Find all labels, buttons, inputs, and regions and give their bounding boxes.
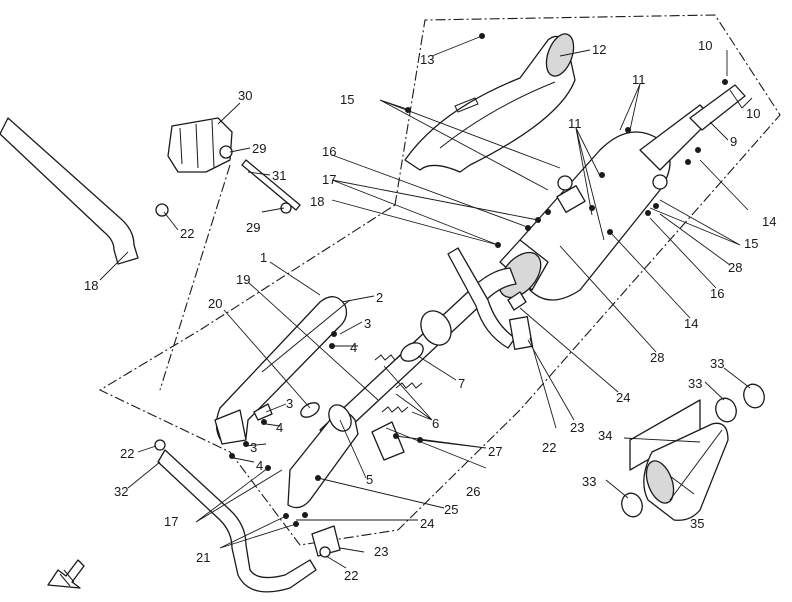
callout-27: 27: [488, 444, 502, 459]
callout-3-low: 3: [250, 440, 257, 455]
callout-20: 20: [208, 296, 222, 311]
callout-28-right: 28: [728, 260, 742, 275]
callout-31: 31: [272, 168, 286, 183]
sleeve-35: [643, 422, 729, 521]
callout-22-mid: 22: [542, 440, 556, 455]
callout-4-low: 4: [256, 458, 263, 473]
callout-5: 5: [366, 472, 373, 487]
callout-22-left: 22: [120, 446, 134, 461]
callout-13: 13: [420, 52, 434, 67]
gaskets: [300, 310, 452, 418]
callout-3-top: 3: [364, 316, 371, 331]
callout-14-right: 14: [762, 214, 776, 229]
pipe-32: [154, 439, 317, 593]
head-pipe-1: [214, 296, 351, 459]
callout-11-top: 11: [632, 72, 646, 87]
clamps-33: [621, 383, 765, 518]
callout-14-mid: 14: [684, 316, 698, 331]
callout-22-low: 22: [344, 568, 358, 583]
springs-6: [374, 354, 423, 413]
callout-4-top: 4: [350, 340, 357, 355]
callout-33-right: 33: [710, 356, 724, 371]
callout-26: 26: [466, 484, 480, 499]
callout-1: 1: [260, 250, 267, 265]
callout-15-left: 15: [340, 92, 354, 107]
callout-7: 7: [458, 376, 465, 391]
callout-15-right: 15: [744, 236, 758, 251]
callout-33-mid: 33: [688, 376, 702, 391]
callout-25: 25: [444, 502, 458, 517]
callout-2: 2: [376, 290, 383, 305]
callout-29-lower: 29: [246, 220, 260, 235]
callout-22-top: 22: [180, 226, 194, 241]
callout-23-low: 23: [374, 544, 388, 559]
callout-3-mid: 3: [286, 396, 293, 411]
callout-18-left: 18: [84, 278, 98, 293]
assembly-boundary: [98, 14, 781, 546]
heat-shield-12: [404, 33, 576, 173]
callout-34: 34: [598, 428, 612, 443]
callout-11-mid: 11: [568, 116, 582, 131]
callout-24-mid: 24: [616, 390, 630, 405]
callout-10-top: 10: [698, 38, 712, 53]
callout-21: 21: [196, 550, 210, 565]
head-pipe-lower: [287, 404, 405, 509]
callout-23-mid: 23: [570, 420, 584, 435]
callout-35: 35: [690, 516, 704, 531]
leader-lines: [99, 35, 753, 569]
callout-30: 30: [238, 88, 252, 103]
callout-16-left: 16: [322, 144, 336, 159]
callout-28-mid: 28: [650, 350, 664, 365]
callout-33-low: 33: [582, 474, 596, 489]
callout-9: 9: [730, 134, 737, 149]
callout-4-mid: 4: [276, 420, 283, 435]
callout-12: 12: [592, 42, 606, 57]
valve-assembly-30: [155, 117, 301, 217]
callout-6: 6: [432, 416, 439, 431]
callout-17-top: 17: [322, 172, 336, 187]
front-bracket: [311, 525, 341, 558]
callout-16-right: 16: [710, 286, 724, 301]
muffler-body: [498, 84, 746, 301]
callout-19: 19: [236, 272, 250, 287]
callout-24-low: 24: [420, 516, 434, 531]
front-direction-arrow-icon: [47, 559, 85, 589]
callout-18-mid: 18: [310, 194, 324, 209]
callout-32: 32: [114, 484, 128, 499]
callout-17-low: 17: [164, 514, 178, 529]
callout-labels: 30 29 31 29 22 18 13 12 10 10 11 11 15 9…: [84, 38, 776, 583]
breather-pipe-18: [0, 117, 139, 265]
callout-10-right: 10: [746, 106, 760, 121]
callout-29: 29: [252, 141, 266, 156]
